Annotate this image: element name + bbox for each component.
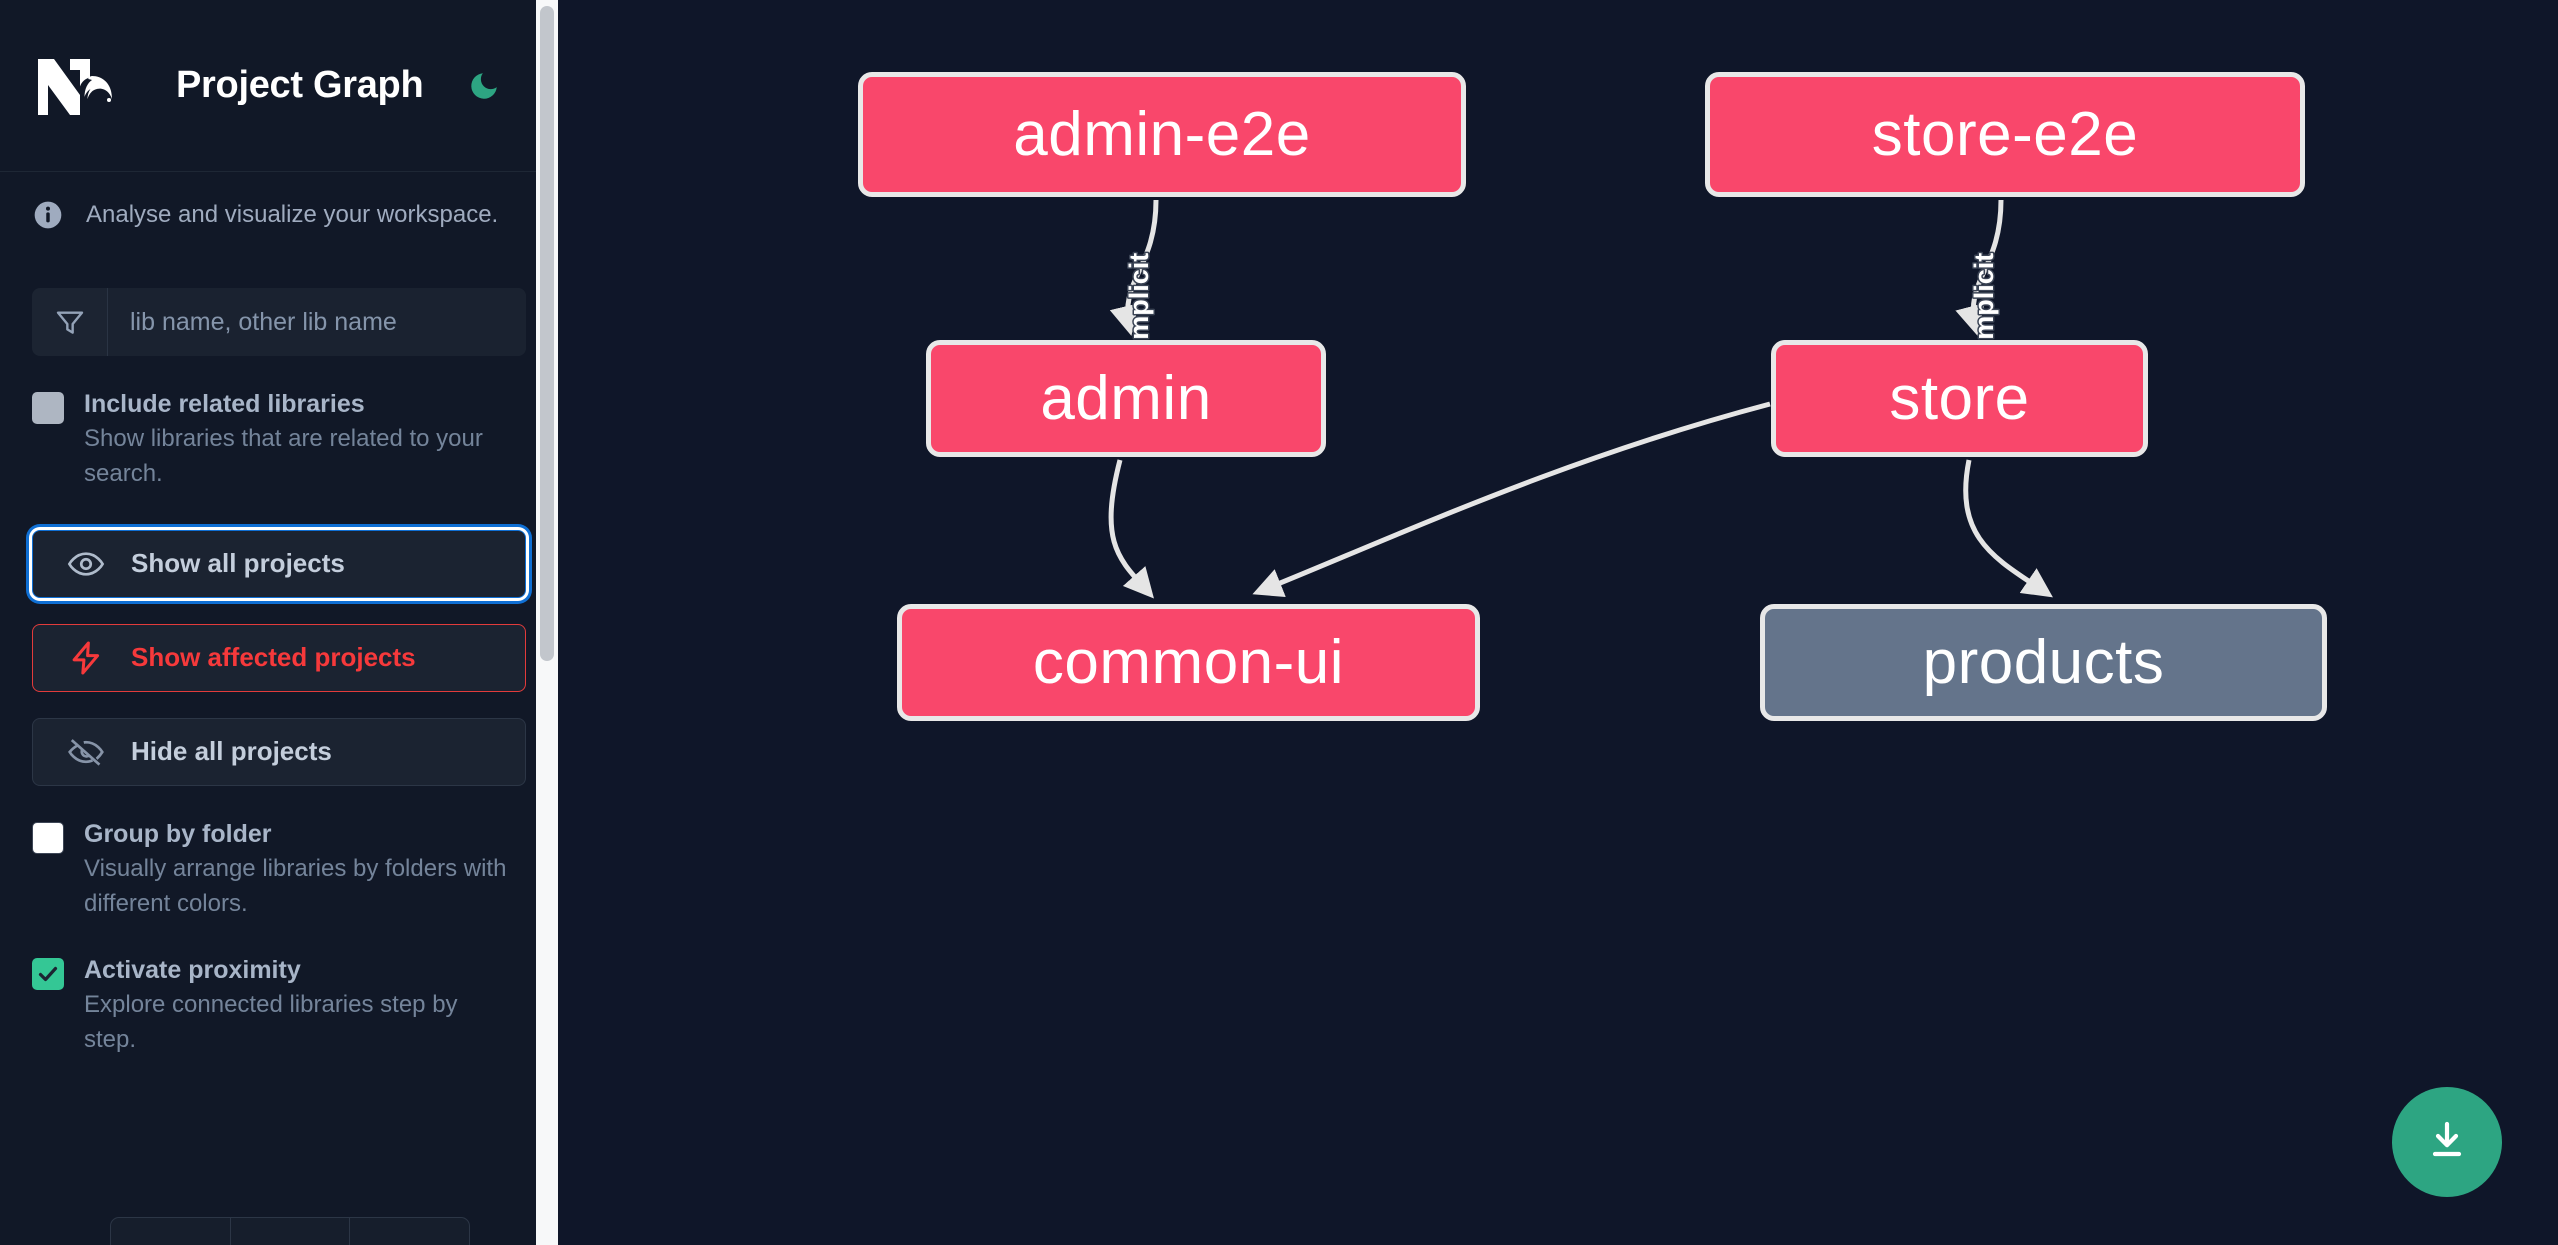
eye-off-icon [67,733,105,771]
sidebar-header: Project Graph [0,0,558,172]
checkbox-include-related-libraries[interactable] [32,392,64,424]
checkbox-group-by-folder[interactable] [32,821,64,854]
download-graph-button[interactable] [2392,1087,2502,1197]
filter-bar [32,288,526,356]
nx-logo [32,55,128,117]
node-label: admin [1040,364,1212,433]
hide-all-projects-button[interactable]: Hide all projects [32,717,526,786]
graph-edges: implicit implicit [1108,199,2053,599]
button-label: Show affected projects [131,642,416,673]
option-description: Explore connected libraries step by step… [84,990,458,1053]
option-description: Show libraries that are related to your … [84,425,483,488]
button-label: Hide all projects [131,736,332,767]
option-activate-proximity[interactable]: Activate proximity Explore connected lib… [0,952,558,1058]
checkbox-activate-proximity[interactable] [32,957,64,990]
sidebar: Project Graph Analyse and visualize yo [0,0,558,1245]
lightning-icon [67,639,105,677]
node-label: products [1922,628,2165,697]
node-label: store-e2e [1871,100,2139,169]
graph-canvas[interactable]: implicit implicit admin-e2e store-e2e ad… [558,0,2558,1245]
option-title: Include related libraries [84,390,365,418]
option-title: Activate proximity [84,955,301,984]
node-label: common-ui [1032,628,1345,697]
edge-store-common-ui [1252,401,1771,598]
graph-node-store[interactable]: store [1771,340,2148,457]
button-label: Show all projects [131,548,345,579]
search-input[interactable] [108,288,526,356]
graph-node-admin-e2e[interactable]: admin-e2e [858,72,1466,197]
edge-admin-e2e-admin [1109,199,1159,336]
sidebar-scrollbar-thumb[interactable] [540,6,554,661]
graph-node-admin[interactable]: admin [926,340,1326,457]
moon-icon[interactable] [461,63,507,109]
eye-icon [67,545,105,583]
segment-2[interactable] [231,1218,351,1245]
sidebar-footer-segmented-control[interactable] [110,1217,470,1245]
download-icon [2423,1116,2471,1169]
edge-label-implicit-admin: implicit [1124,253,1154,348]
show-affected-projects-button[interactable]: Show affected projects [32,623,526,692]
option-description: Visually arrange libraries by folders wi… [84,855,507,917]
node-label: store [1889,364,2030,433]
segment-1[interactable] [111,1218,231,1245]
edge-store-e2e-store [1955,199,2004,336]
option-title: Group by folder [84,819,272,848]
graph-node-common-ui[interactable]: common-ui [897,604,1480,721]
project-visibility-buttons: Show all projects Show affected projects [32,529,526,786]
info-icon [32,199,64,231]
show-all-projects-button[interactable]: Show all projects [32,529,526,598]
page-title: Project Graph [176,64,424,106]
edge-store-products [1963,459,2053,598]
funnel-icon[interactable] [32,288,108,356]
option-include-related-libraries[interactable]: Include related libraries Show libraries… [0,386,558,492]
option-group-by-folder[interactable]: Group by folder Visually arrange librari… [0,816,558,922]
sidebar-tagline: Analyse and visualize your workspace. [0,172,558,258]
graph-node-products[interactable]: products [1760,604,2327,721]
edge-label-implicit-store: implicit [1969,253,1999,348]
node-label: admin-e2e [1013,100,1311,169]
tagline-text: Analyse and visualize your workspace. [86,201,499,228]
graph-node-store-e2e[interactable]: store-e2e [1705,72,2305,197]
edge-admin-common-ui [1108,459,1154,599]
segment-3[interactable] [350,1218,469,1245]
sidebar-scrollbar[interactable] [536,0,558,1245]
